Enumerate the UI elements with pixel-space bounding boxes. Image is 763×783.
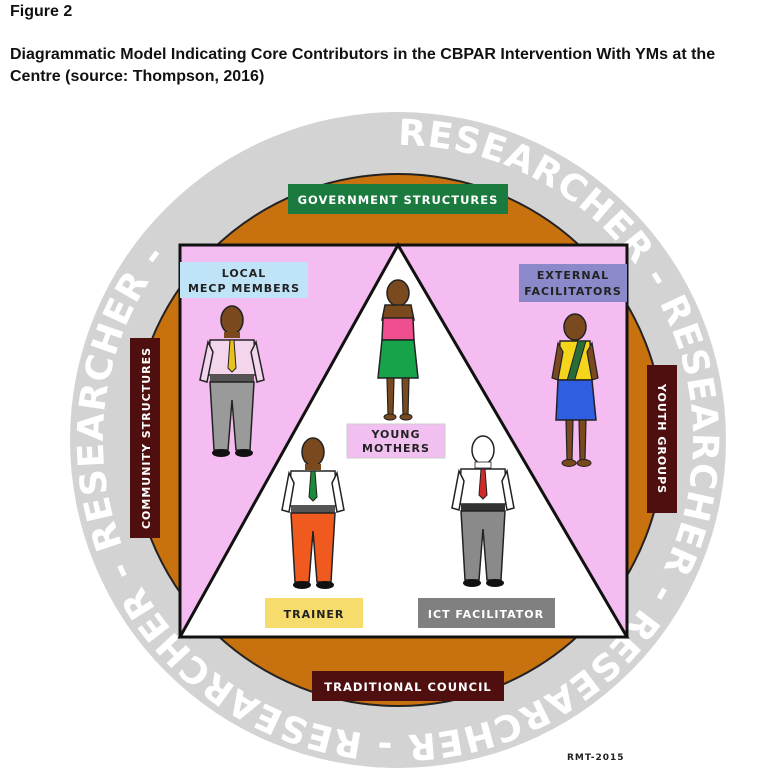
trainer-box (265, 598, 363, 628)
local-mecp-label-line1: LOCAL (222, 267, 267, 280)
woman-figure-external-facilitator (551, 313, 599, 467)
young-mothers-box (346, 423, 446, 459)
external-facilitators-box (519, 264, 627, 302)
youth-groups-box (647, 365, 677, 513)
young-mothers-label-line2: MOTHERS (362, 442, 430, 455)
traditional-council-label: TRADITIONAL COUNCIL (324, 680, 491, 694)
external-facilitators-label-line2: FACILITATORS (524, 285, 622, 298)
local-mecp-label-line2: MECP MEMBERS (188, 282, 300, 295)
figure-title: Diagrammatic Model Indicating Core Contr… (10, 46, 716, 85)
ict-facilitator-box (418, 598, 555, 628)
young-mothers-label-line1: YOUNG (370, 428, 420, 441)
external-facilitators-label-line1: EXTERNAL (537, 269, 609, 282)
man-figure-local-mecp (199, 305, 265, 457)
traditional-council-box (312, 671, 504, 701)
man-figure-ict-facilitator (451, 435, 515, 587)
figure-label: Figure 2 (10, 3, 73, 20)
government-structures-label: GOVERNMENT STRUCTURES (298, 193, 499, 207)
credit-label: RMT-2015 (567, 753, 625, 763)
ict-facilitator-label: ICT FACILITATOR (428, 608, 544, 621)
community-structures-label: COMMUNITY STRUCTURES (140, 347, 153, 529)
government-structures-box (288, 184, 508, 214)
man-figure-trainer (281, 437, 345, 589)
youth-groups-label: YOUTH GROUPS (655, 383, 668, 494)
woman-figure-young-mother (377, 279, 419, 421)
local-mecp-box (180, 262, 308, 298)
trainer-label: TRAINER (284, 608, 345, 621)
community-structures-box (130, 338, 160, 538)
